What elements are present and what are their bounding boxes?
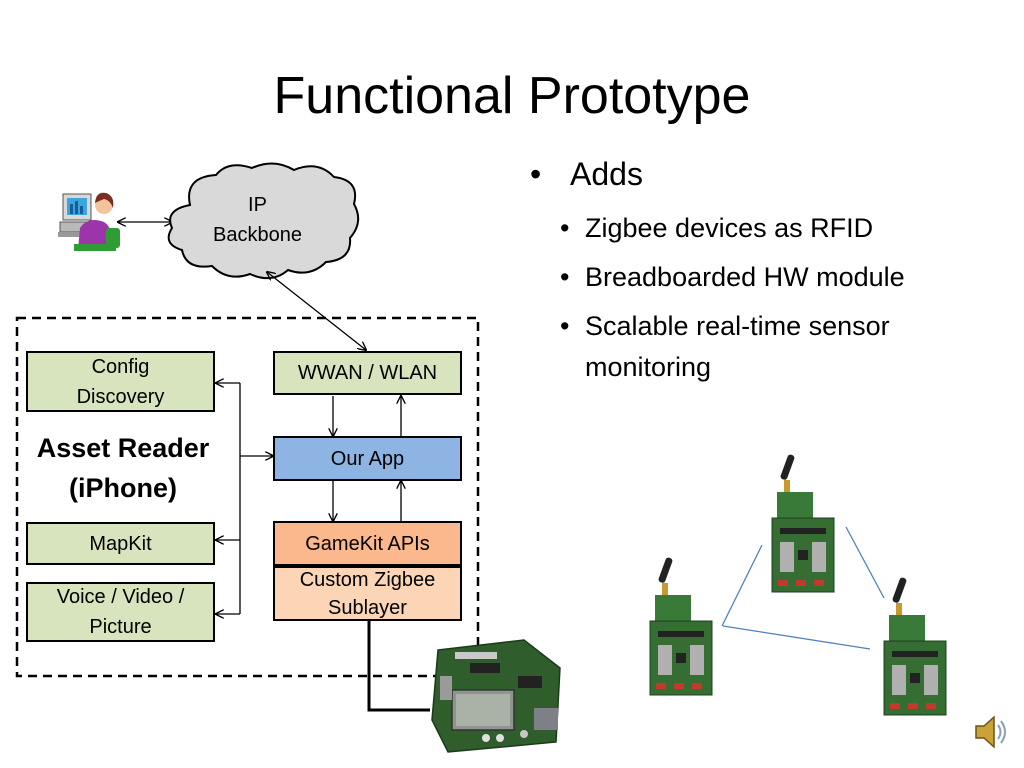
slide-title: Functional Prototype xyxy=(273,67,751,125)
mapkit-label: MapKit xyxy=(89,532,152,555)
zigbee-sensor-icon xyxy=(883,577,947,716)
mapkit-box: MapKit xyxy=(26,522,215,565)
gamekit-apis-box: GameKit APIs xyxy=(273,521,462,566)
zigbee-sensor-icon xyxy=(771,454,835,593)
asset-reader-group xyxy=(15,316,480,678)
asset-reader-label: Asset Reader (iPhone) xyxy=(36,433,210,503)
bullet-sub-2-text: Breadboarded HW module xyxy=(585,262,905,292)
zigbee-sensor-icon xyxy=(649,557,713,696)
bullet-sub-1-text: Zigbee devices as RFID xyxy=(585,213,874,243)
wwan-wlan-label: WWAN / WLAN xyxy=(297,362,438,384)
bullet-sub-3: • Scalable real-time sensor monitoring xyxy=(560,311,890,382)
speaker-icon[interactable] xyxy=(970,712,1010,752)
user-at-computer-icon xyxy=(58,192,120,251)
bullet-sub-3-text: Scalable real-time sensor monitoring xyxy=(585,311,890,382)
gamekit-apis-label: GameKit APIs xyxy=(305,532,430,555)
voice-video-picture-box: Voice / Video / Picture xyxy=(26,582,215,642)
bullet-sub-2: • Breadboarded HW module xyxy=(560,262,905,292)
our-app-box: Our App xyxy=(273,436,462,481)
bullet-main-text: Adds xyxy=(570,156,643,192)
cloud-icon xyxy=(167,162,360,280)
custom-zigbee-sublayer-label: Custom Zigbee Sublayer xyxy=(299,568,436,619)
bullet-sub-1: • Zigbee devices as RFID xyxy=(560,213,874,243)
wwan-wlan-box: WWAN / WLAN xyxy=(273,351,462,395)
config-discovery-box: Config Discovery xyxy=(26,351,215,412)
dev-board-image xyxy=(431,639,561,753)
our-app-label: Our App xyxy=(330,447,405,470)
cloud-label: IP Backbone xyxy=(213,194,302,246)
voice-video-picture-label: Voice / Video / Picture xyxy=(56,586,185,638)
custom-zigbee-sublayer-box: Custom Zigbee Sublayer xyxy=(273,566,462,621)
config-discovery-label: Config Discovery xyxy=(76,355,165,408)
